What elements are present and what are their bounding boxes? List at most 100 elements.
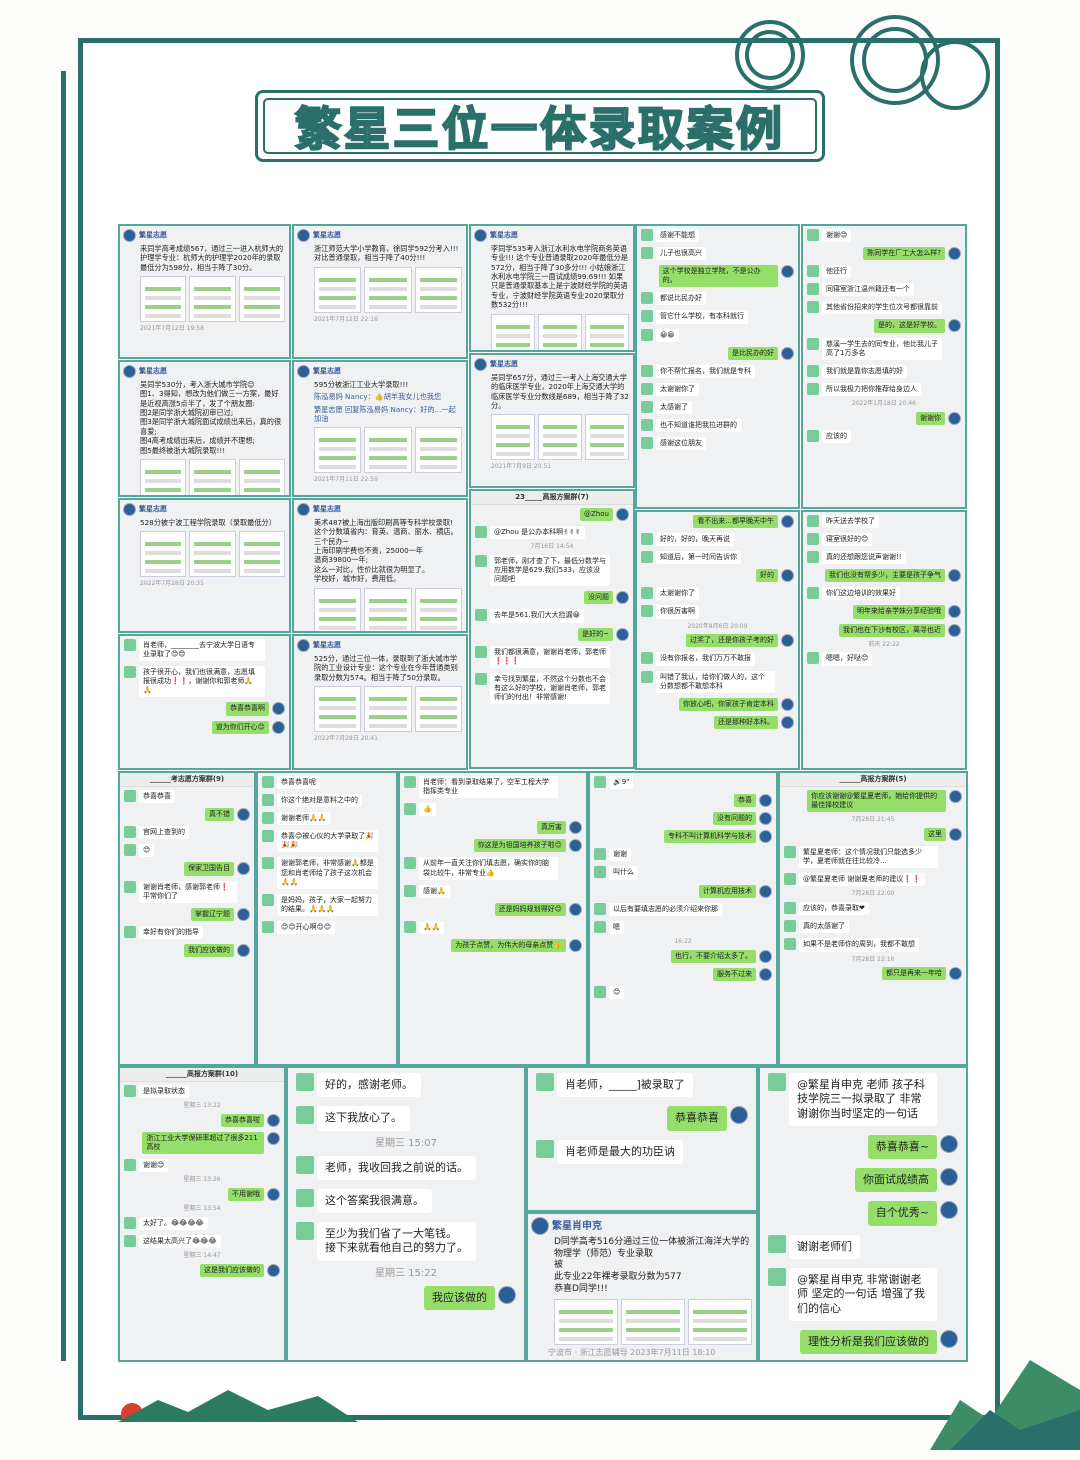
case-card: ______考志愿方案群(9)恭喜恭喜真不错官网上查到的😊保家卫国告目谢谢肖老师… [118,771,256,1066]
screenshot-thumbnail[interactable] [414,266,462,313]
message-bubble: 是拟录取状态 [139,1085,189,1099]
chat-message: 我应该做的 [288,1282,524,1314]
case-card: 繁星志愿来同学高考成绩567，通过三一进入杭师大的护理学专业：杭师大的护理学20… [118,224,291,359]
avatar [272,702,285,716]
avatar [616,591,629,605]
message-bubble: 寝室很好的😊 [822,533,873,547]
screenshot-thumbnail[interactable] [414,686,462,733]
post-comment: 陈泓易妈 Nancy：👍胡羊我女儿也我您 [314,392,442,402]
screenshot-thumbnail[interactable] [140,276,187,323]
avatar [948,319,961,333]
chat-timestamp: 星期三 13:22 [183,1102,221,1110]
post-images [528,1297,756,1347]
screenshot-thumbnail[interactable] [364,587,412,631]
message-bubble: 肖老师，________去宁波大学日语专业录取了😊😊 [139,639,265,662]
screenshot-thumbnail[interactable] [140,531,187,578]
post-timestamp: 2021年7月12日 22:16 [314,315,378,323]
chat-message: 官网上查到的 [120,824,254,841]
screenshot-thumbnail[interactable] [189,531,236,578]
screenshot-thumbnail[interactable] [491,414,535,461]
chat-message: 你应该谢谢@繁星夏老师，她给你提供的最佳择校建议 [780,788,966,814]
screenshot-thumbnail[interactable] [585,414,629,461]
screenshot-thumbnail[interactable] [538,414,582,461]
screenshot-thumbnail[interactable] [189,458,236,495]
avatar [948,623,961,637]
chat-message: 嗯 [590,919,776,936]
screenshot-thumbnail[interactable] [314,427,362,474]
message-bubble: 是比民办的好 [728,346,778,360]
post-timestamp: 2021年7月9日 20:51 [491,463,552,471]
post-header: 繁星志愿 [294,362,466,379]
chat-message: 你这是为祖国培养孩子啦😊 [400,837,586,854]
screenshot-thumbnail[interactable] [538,313,582,350]
message-bubble: 我们应该做的 [184,943,234,958]
message-bubble: 所以我极力把你推荐给身边人 [822,382,921,396]
screenshot-thumbnail[interactable] [688,1299,752,1346]
chat-message: 你不帮忙报名，我们就是专科 [637,363,798,380]
chat-message: 是的，这是好学校。 [803,317,965,334]
screenshot-thumbnail[interactable] [364,686,412,733]
avatar [594,920,606,933]
post-text: 528分被宁波工程学院录取（录取最低分） [140,518,276,527]
chat-message: 我们也在下沙有校区，离寻也近 [803,622,965,639]
avatar [474,229,487,242]
case-card: 繁星志愿浙江师范大学小学教育，徐同学592分考入!!! 对比普通录取，相当于降了… [292,224,468,359]
avatar [781,697,794,711]
chat-message: 郭老师，刚才查了下，最低分数学与应用数学是629.我们533，应该没问题吧 [471,553,633,588]
avatar [475,555,487,568]
chat-message: 真的还想跟您说声谢谢!! [803,549,965,566]
message-bubble: 去年是561.我们大大捡漏😀 [490,609,584,623]
post-text: 525分，通过三位一体，录取到了浙大城市学院的工业设计专业：这个专业在今年普通类… [314,654,458,682]
case-card: 繁星志愿吴同学657分，通过三一考入上海交通大学的临床医学专业，2020年上海交… [469,353,635,488]
avatar [569,839,582,853]
avatar [272,720,285,734]
screenshot-thumbnail[interactable] [414,427,462,474]
post-text: D同学高考516分通过三位一体被浙江海洋大学的物理学（师范）专业录取 被 此专业… [554,1237,750,1294]
screenshot-thumbnail[interactable] [314,266,362,313]
avatar [759,949,772,963]
avatar [641,533,653,546]
screenshot-thumbnail[interactable] [554,1299,618,1346]
chat-message: 谢谢郭老师，非常感谢🙏都是您和肖老师给了孩子这次机会🙏🙏 [258,855,396,890]
screenshot-thumbnail[interactable] [238,276,285,323]
chat-title: ______考志愿方案群(9) [120,773,254,788]
message-bubble: 明年来给亲学妹分享经验哦 [853,605,945,619]
message-bubble: 管它什么学校，有本科就行 [656,310,748,324]
screenshot-thumbnail[interactable] [189,276,236,323]
screenshot-thumbnail[interactable] [585,313,629,350]
avatar [124,826,136,839]
message-bubble: 恭喜恭喜呢 [277,776,320,790]
message-bubble: 其他省份招来的学生位次号都很靠前 [822,301,942,315]
post-timestamp: 2022年7月28日 20:41 [314,735,378,743]
message-bubble: 感谢🙏 [419,884,450,898]
screenshot-thumbnail[interactable] [238,458,285,495]
screenshot-thumbnail[interactable] [364,266,412,313]
chat-message: 都说比民办好 [637,290,798,307]
message-bubble: 都只是再来一年哈 [882,967,946,981]
post-images [294,586,466,631]
avatar [536,1073,554,1091]
post-text: 浙江师范大学小学教育，徐同学592分考入!!! 对比普通录取，相当于降了40分!… [314,244,459,263]
screenshot-thumbnail[interactable] [238,531,285,578]
screenshot-thumbnail[interactable] [314,587,362,631]
chat-message: 不用谢哦 [120,1186,284,1203]
avatar [940,1168,958,1187]
case-card: 看不出来...都早晚天中午好的，好的，晚天再说知道后，第一时间告诉你好的太谢谢你… [635,510,800,770]
post-comment: 繁星志愿 回复陈泓易妈 Nancy：好的...一起加油 [314,404,456,424]
message-bubble: 是妈妈，孩子，大家一起努力的结果。🙏🙏🙏 [277,893,379,916]
chat-message: 自个优秀~ [760,1197,966,1229]
message-bubble: 我们就是靠你志愿填的好 [822,364,907,378]
avatar [759,794,772,808]
screenshot-thumbnail[interactable] [491,313,535,350]
screenshot-thumbnail[interactable] [364,427,412,474]
screenshot-thumbnail[interactable] [414,587,462,631]
avatar [768,1234,786,1253]
chat-message: 应该的 [803,428,965,445]
screenshot-thumbnail[interactable] [621,1299,685,1346]
chat-timestamp: 星期三 13:54 [183,1205,221,1213]
chat-message: 谢谢肖老师，感谢郭老师❗平常你们了 [120,879,254,905]
screenshot-thumbnail[interactable] [140,458,187,495]
screenshot-thumbnail[interactable] [314,686,362,733]
